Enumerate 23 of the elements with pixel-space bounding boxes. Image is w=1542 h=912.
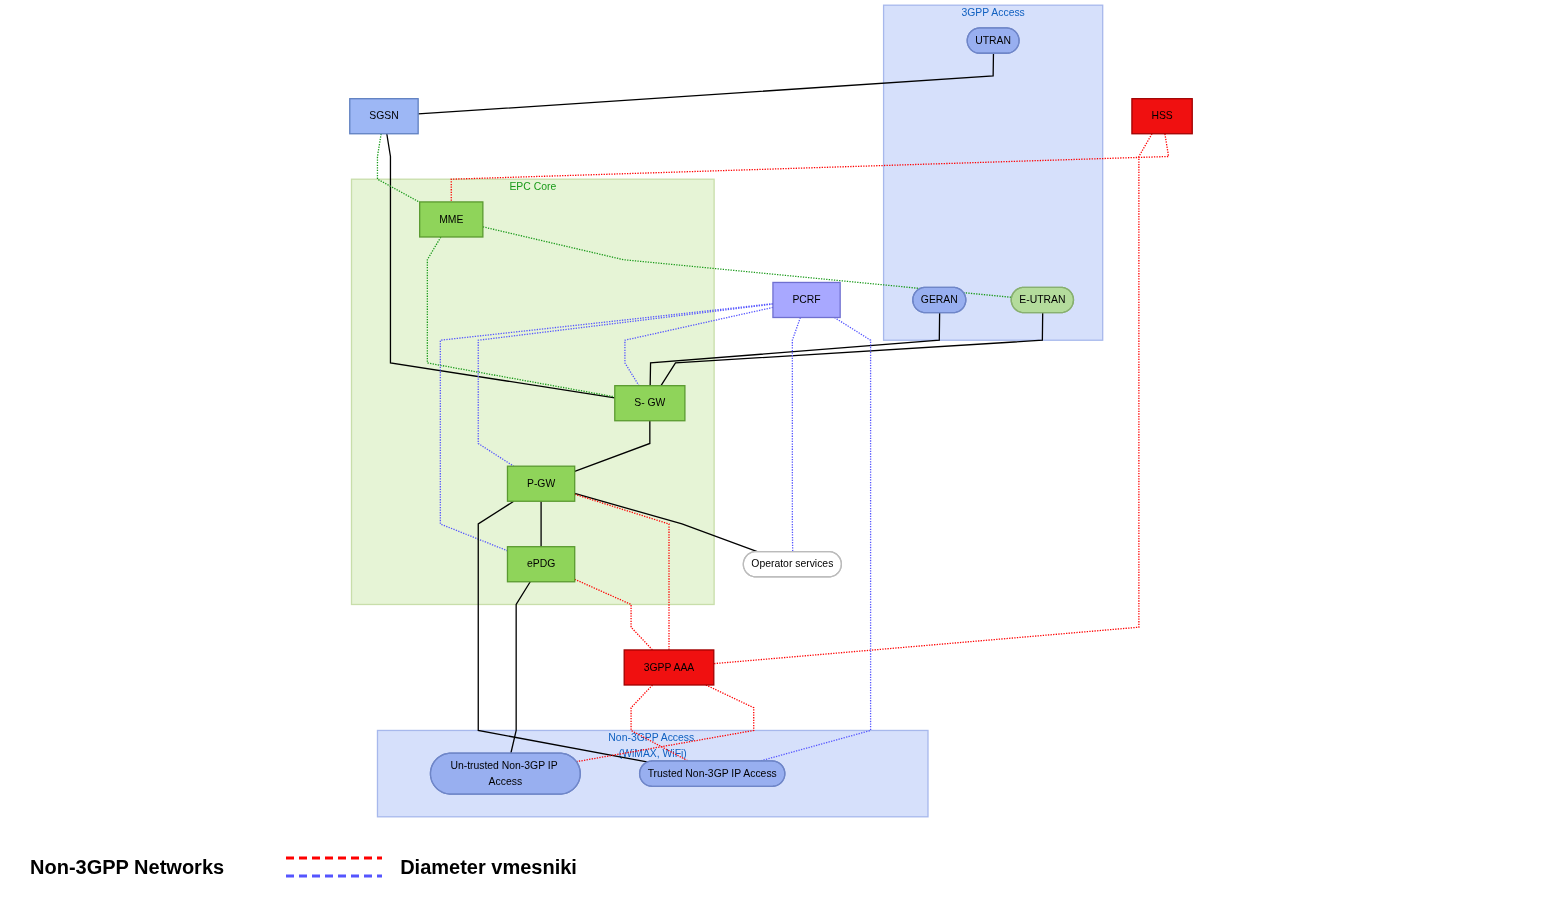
node-box: PCRF (772, 281, 841, 319)
connector (450, 133, 1170, 203)
connector (574, 493, 670, 651)
connector (376, 133, 421, 203)
connector (574, 420, 651, 472)
node-box: MME (419, 201, 484, 238)
node-box: ePDG (506, 546, 576, 583)
connector (660, 312, 1044, 387)
connector (649, 312, 941, 387)
legend-label: Diameter vmesniki (400, 855, 577, 879)
node-box: SGSN (349, 98, 419, 135)
network-note: Non-3GPP Networks (30, 855, 225, 879)
connector (510, 581, 531, 755)
connector (791, 316, 801, 553)
node-box: S- GW (614, 385, 686, 422)
connector (713, 133, 1153, 665)
connector (477, 500, 649, 763)
node-box: P-GW (506, 465, 576, 502)
connector (574, 578, 654, 651)
connector (540, 500, 542, 548)
node-box: HSS (1131, 98, 1193, 135)
connector (575, 684, 755, 763)
node-box: 3GPP AAA (623, 649, 715, 686)
